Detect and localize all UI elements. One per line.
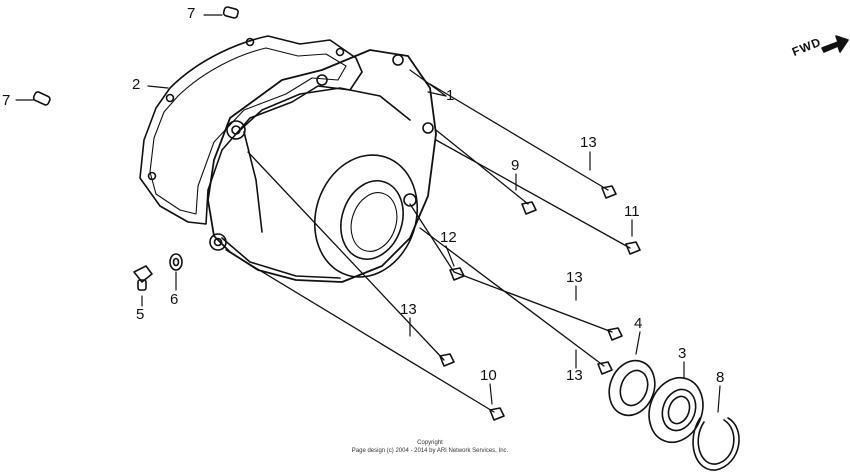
bearing-bore-housing xyxy=(313,154,419,278)
drain-bolt xyxy=(133,265,153,291)
copyright-line: Page design (c) 2004 - 2014 by ARI Netwo… xyxy=(351,447,509,454)
gasket-hole xyxy=(147,171,157,181)
bolt-boss-hole xyxy=(213,237,223,247)
callout-10: 10 xyxy=(480,367,497,384)
bolt-boss-hole xyxy=(231,125,241,135)
callout-6: 6 xyxy=(170,291,179,308)
gasket xyxy=(139,35,363,225)
callout-12: 12 xyxy=(440,229,457,246)
callout-7-left: 7 xyxy=(2,92,11,109)
callout-8: 8 xyxy=(716,369,725,386)
callout-5: 5 xyxy=(136,306,145,323)
forward-arrow-icon xyxy=(821,35,849,53)
sealing-washer-hole xyxy=(172,257,180,267)
cover-lower-flange xyxy=(221,237,341,279)
gasket-hole xyxy=(245,37,255,47)
callout-1: 1 xyxy=(446,87,455,104)
gasket-hole xyxy=(165,93,175,103)
bolt-heads xyxy=(439,185,641,421)
gasket-inner-edge xyxy=(149,47,347,215)
bolt-boss xyxy=(316,74,328,86)
callout-4: 4 xyxy=(634,315,643,332)
callout-13-a: 13 xyxy=(580,134,597,151)
callout-13-b: 13 xyxy=(566,269,583,286)
cover-body-outline xyxy=(207,49,437,283)
dowel-pin-left xyxy=(32,91,51,106)
sealing-washer xyxy=(169,253,183,271)
cover-face-ridge xyxy=(237,87,411,233)
callout-9: 9 xyxy=(511,157,520,174)
ball-bearing xyxy=(648,376,704,444)
callout-7-top: 7 xyxy=(187,5,196,22)
callout-11: 11 xyxy=(624,203,640,220)
snap-ring xyxy=(692,417,740,471)
bolt-shafts xyxy=(225,83,631,413)
copyright-heading: Copyright xyxy=(417,440,443,446)
bolt-boss xyxy=(209,233,227,251)
callout-13-c: 13 xyxy=(400,301,417,318)
callout-leaders xyxy=(15,14,721,413)
copyright-notice: Copyright Page design (c) 2004 - 2014 by… xyxy=(330,440,530,456)
bearing-bore xyxy=(340,180,404,260)
bolt-boss xyxy=(226,120,246,140)
oil-seal xyxy=(608,359,656,417)
callout-2: 2 xyxy=(132,76,141,93)
bearing-bore-inner xyxy=(350,192,398,252)
bolt-boss xyxy=(403,193,417,207)
callout-3: 3 xyxy=(678,345,687,362)
dowel-pin-top xyxy=(222,6,239,19)
bolt-boss xyxy=(392,54,404,66)
bolt-boss xyxy=(422,122,434,134)
callout-13-d: 13 xyxy=(566,367,583,384)
gasket-hole xyxy=(335,47,345,57)
